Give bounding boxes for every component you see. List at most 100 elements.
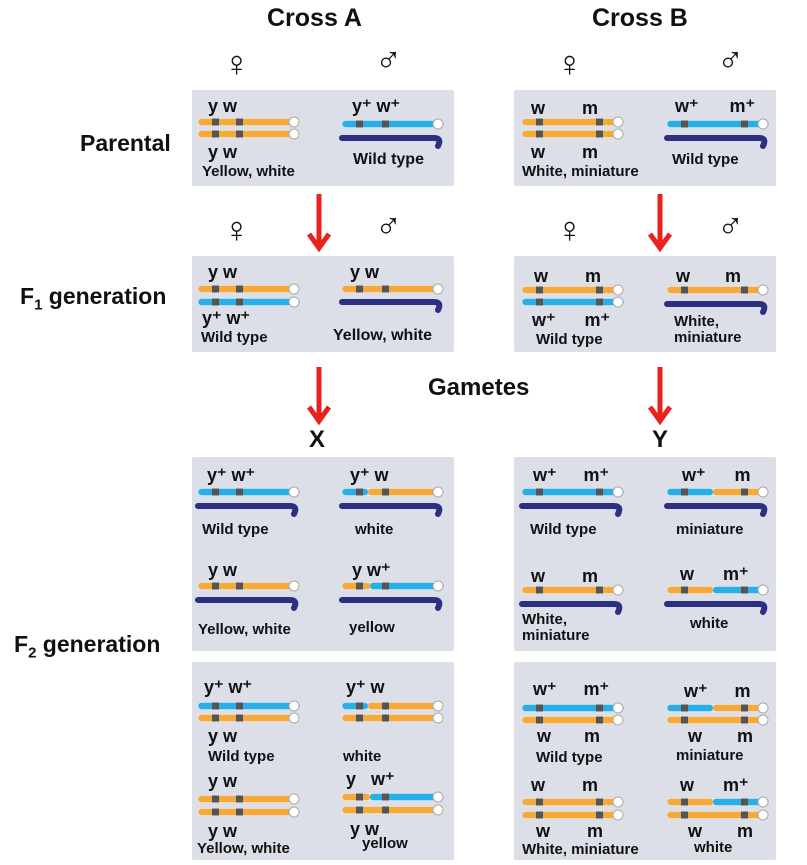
gene-locus-band [681,716,688,724]
x-chromosome-outline [197,808,301,816]
x-chromosome-segment [342,806,444,814]
gene-locus-band [596,586,603,594]
gene-label: y⁺ w⁺ [207,465,256,485]
x-chromosome-outline [666,704,770,712]
centromere [757,809,769,821]
centromere [288,793,300,805]
gene-locus-band [681,586,688,594]
gamete-x-label: X [309,426,326,453]
gene-label: w⁺ m⁺ [532,310,611,330]
gene-locus-band [382,488,389,496]
x-chromosome-outline [341,582,445,590]
y-chromosome [339,135,443,149]
x-chromosome-outline [197,130,301,138]
x-chromosome-segment [198,808,300,816]
gene-locus-band [536,586,543,594]
x-chromosome-outline [521,586,625,594]
gene-locus-band [236,795,243,803]
centromere [612,116,624,128]
parental-label: Parental [80,130,171,156]
f1-suffix: generation [42,283,167,309]
gene-label: w m [688,726,754,746]
gene-locus-band [741,488,748,496]
gametes-label: Gametes [428,374,530,401]
gene-locus-band [236,702,243,710]
gene-label: y w [350,819,380,839]
phenotype-label: yellow [349,619,395,636]
gene-label: y w [208,726,238,746]
x-chromosome-outline [341,806,445,814]
centromere [757,284,769,296]
female-symbol-icon: ♀ [556,209,583,250]
male-symbol-icon: ♂ [375,39,402,80]
x-chromosome-outline [197,118,301,126]
y-chromosome [664,135,768,149]
gene-locus-band [356,582,363,590]
gene-locus-band [382,582,389,590]
gene-locus-band [382,714,389,722]
gene-locus-band [681,798,688,806]
gene-label: y w⁺ [352,560,391,580]
gene-label: w⁺ m [684,681,751,701]
centromere [432,791,444,803]
male-symbol-icon: ♂ [717,205,744,246]
gene-locus-band [741,704,748,712]
f2-prefix: F [14,631,29,657]
phenotype-label: White, miniature [522,611,590,644]
phenotype-label: miniature [676,747,744,764]
gene-locus-band [382,793,389,801]
down-arrow-icon [306,367,332,425]
gene-locus-band [212,795,219,803]
x-chromosome-outline [666,120,770,128]
phenotype-label: white [343,748,382,765]
gene-label: y⁺ w⁺ [202,308,251,328]
gene-locus-band [596,130,603,138]
gene-locus-band [212,488,219,496]
gene-locus-band [536,118,543,126]
x-chromosome-segment [342,714,444,722]
gene-locus-band [212,702,219,710]
x-chromosome-segment [198,488,300,496]
gene-locus-band [356,285,363,293]
gene-locus-band [741,120,748,128]
centromere [612,284,624,296]
gene-locus-band [212,130,219,138]
phenotype-label: White, miniature [674,313,742,346]
gene-locus-band [356,793,363,801]
centromere [288,128,300,140]
centromere [612,296,624,308]
y-chromosome [339,597,443,611]
gene-locus-band [236,808,243,816]
gene-label: y w [208,262,238,282]
x-chromosome-segment [667,704,713,712]
gene-locus-band [212,118,219,126]
x-chromosome-outline [521,298,625,306]
phenotype-label: yellow [362,835,408,852]
centromere [612,128,624,140]
gene-locus-band [536,286,543,294]
x-chromosome-segment [198,714,300,722]
gene-locus-band [681,488,688,496]
female-symbol-icon: ♀ [223,209,250,250]
gene-label: w m [531,98,599,118]
gene-label: w m [688,821,754,841]
x-chromosome-outline [666,798,770,806]
centromere [288,806,300,818]
centromere [432,486,444,498]
x-chromosome-outline [521,704,625,712]
phenotype-label: miniature [676,521,744,538]
gene-locus-band [596,118,603,126]
x-chromosome-segment [667,488,713,496]
gene-label: w m⁺ [680,775,749,795]
gene-locus-band [596,298,603,306]
phenotype-label: Wild type [536,749,603,766]
centromere [288,116,300,128]
x-chromosome-segment [342,488,368,496]
phenotype-label: white [694,839,733,856]
gene-locus-band [536,130,543,138]
gene-locus-band [236,582,243,590]
x-chromosome-outline [666,811,770,819]
centromere [757,714,769,726]
centromere [432,580,444,592]
y-chromosome [339,503,443,517]
